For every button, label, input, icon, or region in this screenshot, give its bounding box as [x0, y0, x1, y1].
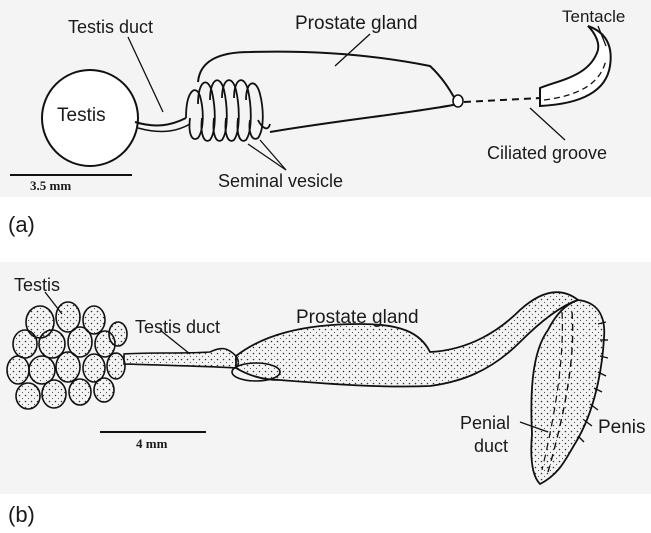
testis-duct-b-shape — [124, 349, 238, 368]
label-penial-duct-line2: duct — [474, 437, 508, 455]
panel-a-label: (a) — [8, 212, 35, 238]
label-penis-b: Penis — [598, 418, 646, 437]
label-testis-duct-b: Testis duct — [135, 318, 220, 336]
seminal-vesicle-a-shape — [186, 80, 270, 141]
label-testis-duct-a: Testis duct — [68, 18, 153, 36]
tentacle-a-shape — [540, 26, 611, 106]
testis-duct-a-shape — [135, 118, 186, 125]
scale-bar-a-text: 3.5 mm — [30, 178, 71, 194]
panel-b-drawing — [0, 262, 651, 494]
label-penial-duct-line1: Penial — [460, 414, 510, 432]
label-tentacle-a: Tentacle — [562, 8, 625, 25]
scale-bar-b-text: 4 mm — [136, 436, 167, 452]
testis-b-shape — [7, 302, 127, 409]
panel-a-figure: Testis Testis duct Prostate gland Tentac… — [0, 0, 651, 197]
penis-b-shape — [531, 300, 604, 484]
label-ciliated-groove-a: Ciliated groove — [487, 144, 607, 162]
ciliated-groove-a-shape — [464, 98, 540, 102]
panel-b-label: (b) — [8, 502, 35, 528]
label-testis-b: Testis — [14, 276, 60, 294]
label-testis-a: Testis — [57, 106, 106, 125]
label-prostate-gland-a: Prostate gland — [295, 14, 418, 33]
label-seminal-vesicle-a: Seminal vesicle — [218, 172, 343, 190]
label-prostate-gland-b: Prostate gland — [296, 308, 419, 327]
panel-b-figure: Testis Testis duct Prostate gland Penial… — [0, 262, 651, 494]
